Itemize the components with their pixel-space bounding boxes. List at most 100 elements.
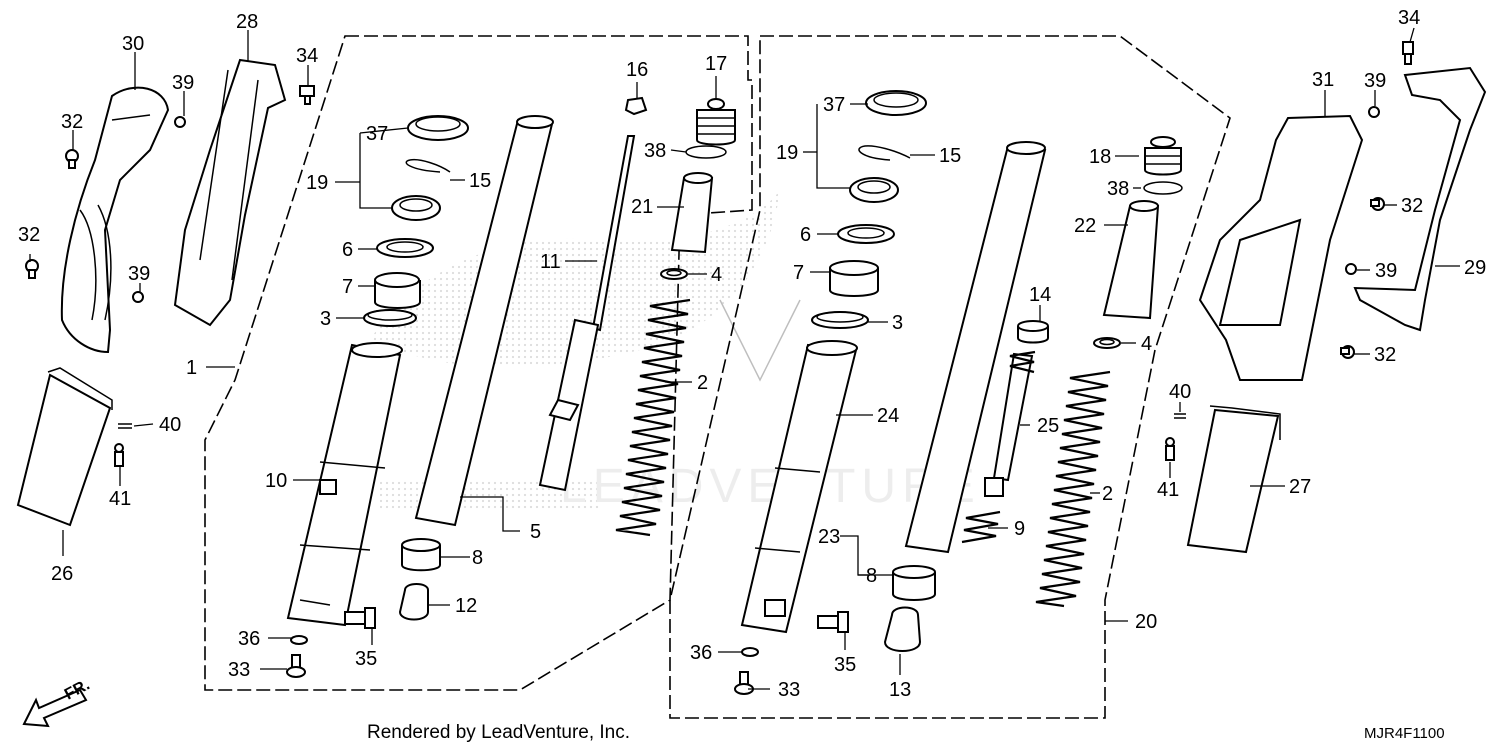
right-fork-assembly-outline [669, 35, 1231, 719]
left-fork-assembly-outline [204, 35, 753, 691]
callout-39-right-upper: 39 [1364, 70, 1386, 92]
rebound-spring-25-right [984, 350, 1036, 497]
callout-35-right: 35 [834, 654, 856, 676]
clip-39-left-lower [132, 291, 144, 303]
o-ring-38-right [1143, 181, 1183, 195]
callout-1: 1 [186, 357, 197, 379]
callout-7-right: 7 [793, 262, 804, 284]
callout-32-right-lower: 32 [1374, 344, 1396, 366]
fork-cover-31 [1198, 114, 1364, 381]
dust-seal-37-right [865, 90, 927, 116]
callout-27: 27 [1289, 476, 1311, 498]
callout-39-right-lower: 39 [1375, 260, 1397, 282]
washer-36-left [290, 635, 308, 645]
clip-39-right-lower [1345, 263, 1357, 275]
callout-33-left: 33 [228, 659, 250, 681]
callout-3-left: 3 [320, 308, 331, 330]
cap-nut-16-left [624, 96, 648, 116]
bolt-32-left-upper [65, 149, 79, 169]
slide-bushing-8-right [892, 565, 936, 601]
damper-rod-11-left [538, 135, 636, 492]
callout-9: 9 [1014, 518, 1025, 540]
cushion-12-left [398, 583, 429, 621]
oil-seal-19-left [391, 195, 441, 221]
clip-39-left-upper [174, 116, 186, 128]
callout-28: 28 [236, 11, 258, 33]
bushing-14-right [1017, 320, 1049, 344]
callout-21: 21 [631, 196, 653, 218]
stopper-ring-15-left [405, 158, 451, 173]
credit-text: Rendered by LeadVenture, Inc. [367, 722, 630, 743]
front-direction-arrow: FR. [22, 676, 93, 728]
slide-bushing-3-left [363, 309, 417, 327]
bolt-32-right-upper [1370, 197, 1385, 211]
callout-34-right: 34 [1398, 7, 1420, 29]
oil-seal-19-right [849, 177, 899, 203]
callout-23: 23 [818, 526, 840, 548]
fork-spring-2-left [615, 298, 691, 537]
clip-39-right-upper [1368, 106, 1380, 118]
callout-16: 16 [626, 59, 648, 81]
bolt-35-right [817, 611, 849, 633]
bolt-33-right [734, 671, 754, 695]
callout-10: 10 [265, 470, 287, 492]
fork-cover-28 [173, 58, 287, 327]
back-up-ring-6-left [376, 238, 434, 258]
callout-8-left: 8 [472, 547, 483, 569]
callout-4-right: 4 [1141, 333, 1152, 355]
fork-pipe-23-right [904, 141, 1047, 554]
callout-36-left: 36 [238, 628, 260, 650]
diagram-code: MJR4F1100 [1364, 725, 1445, 742]
bolt-33-left [286, 654, 306, 678]
callout-32-right-upper: 32 [1401, 195, 1423, 217]
callout-3-right: 3 [892, 312, 903, 334]
callout-7-left: 7 [342, 276, 353, 298]
bolt-32-right-lower [1340, 345, 1355, 359]
callout-17: 17 [705, 53, 727, 75]
fork-pipe-5-left [414, 115, 554, 527]
callout-37-right: 37 [823, 94, 845, 116]
callout-2-right: 2 [1102, 483, 1113, 505]
callout-38-left: 38 [644, 140, 666, 162]
leader-lines [29, 27, 1460, 690]
callout-31: 31 [1312, 69, 1334, 91]
slide-bushing-8-left [401, 538, 441, 572]
callout-32-left-upper: 32 [61, 111, 83, 133]
slide-bushing-7-right [829, 260, 879, 297]
spacer-21-left [670, 172, 714, 254]
o-ring-38-left [685, 145, 727, 159]
callout-6-right: 6 [800, 224, 811, 246]
stopper-ring-15-right [858, 145, 911, 161]
callout-25: 25 [1037, 415, 1059, 437]
callout-22: 22 [1074, 215, 1096, 237]
callout-19-left: 19 [306, 172, 328, 194]
callout-numbers: 30 28 34 39 32 32 39 40 41 26 1 37 15 19… [18, 7, 1486, 701]
clip-34-left [299, 85, 315, 105]
callout-15-right: 15 [939, 145, 961, 167]
spring-clip-40-right [1174, 413, 1186, 419]
dust-seal-37-left [407, 115, 469, 141]
callout-39-left-upper: 39 [172, 72, 194, 94]
spring-clip-40-left [118, 423, 132, 429]
callout-14: 14 [1029, 284, 1051, 306]
callout-39-left-lower: 39 [128, 263, 150, 285]
spring-9-right [961, 510, 1001, 544]
washer-36-right [741, 647, 759, 657]
fork-spring-2-right [1035, 370, 1111, 608]
callout-40-left: 40 [159, 414, 181, 436]
callout-8-right: 8 [866, 565, 877, 587]
back-up-ring-6-right [837, 224, 895, 244]
callout-41-right: 41 [1157, 479, 1179, 501]
bolt-41-left [114, 443, 124, 467]
bolt-32-left-lower [25, 259, 39, 279]
bolt-41-right [1165, 437, 1175, 461]
fork-slider-24-right [740, 340, 858, 634]
fork-cover-29 [1353, 66, 1487, 332]
callout-20: 20 [1135, 611, 1157, 633]
callout-34-left: 34 [296, 45, 318, 67]
callout-6-left: 6 [342, 239, 353, 261]
fork-bolt-17-left [696, 98, 736, 146]
fork-boot-26 [16, 367, 113, 527]
callout-11: 11 [540, 251, 561, 273]
